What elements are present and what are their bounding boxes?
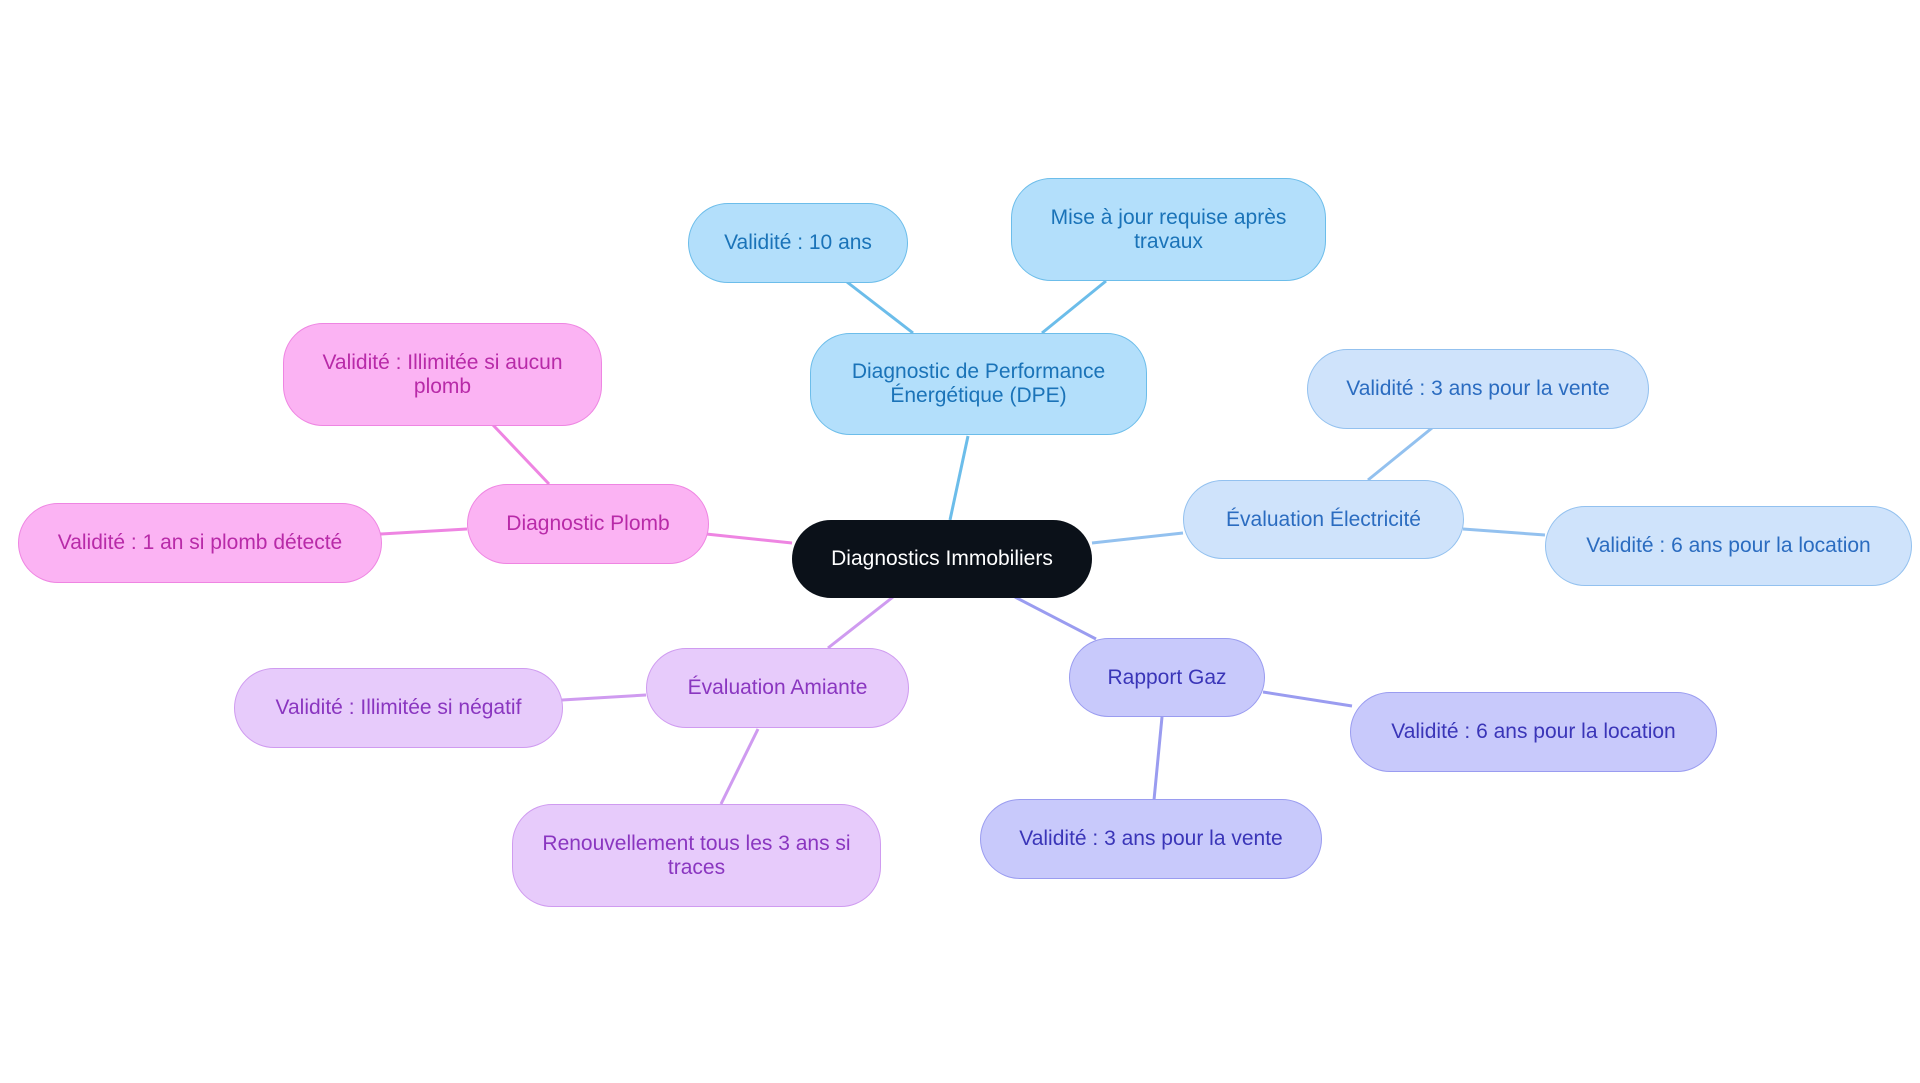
plomb-child-illimitee: Validité : Illimitée si aucun plomb: [283, 323, 602, 426]
link-root-plomb: [705, 532, 793, 545]
branch-gaz: Rapport Gaz: [1069, 638, 1265, 717]
link-root-dpe: [948, 435, 970, 521]
link-root-amiante: [827, 595, 894, 650]
branch-amiante: Évaluation Amiante: [646, 648, 909, 728]
dpe-child-validite: Validité : 10 ans: [688, 203, 908, 283]
amiante-child-renouvellement: Renouvellement tous les 3 ans si traces: [512, 804, 881, 907]
link-dpe-child-2: [1041, 279, 1107, 335]
link-gaz-child-1: [1262, 690, 1353, 708]
link-electricite-child-1: [1367, 426, 1433, 482]
link-amiante-child-2: [719, 728, 760, 805]
root-node: Diagnostics Immobiliers: [792, 520, 1092, 598]
link-root-gaz: [1014, 595, 1097, 641]
link-plomb-child-2: [379, 527, 468, 536]
electricite-child-vente: Validité : 3 ans pour la vente: [1307, 349, 1649, 429]
link-electricite-child-2: [1462, 527, 1546, 537]
link-amiante-child-1: [561, 693, 647, 702]
plomb-child-detecte: Validité : 1 an si plomb détecté: [18, 503, 382, 583]
dpe-child-mise-a-jour: Mise à jour requise après travaux: [1011, 178, 1326, 281]
electricite-child-location: Validité : 6 ans pour la location: [1545, 506, 1912, 586]
link-root-electricite: [1091, 531, 1184, 545]
link-gaz-child-2: [1152, 716, 1164, 801]
branch-electricite: Évaluation Électricité: [1183, 480, 1464, 559]
branch-dpe: Diagnostic de Performance Énergétique (D…: [810, 333, 1147, 435]
branch-plomb: Diagnostic Plomb: [467, 484, 709, 564]
gaz-child-vente: Validité : 3 ans pour la vente: [980, 799, 1322, 879]
link-dpe-child-1: [846, 280, 914, 335]
link-plomb-child-1: [491, 423, 551, 486]
amiante-child-negatif: Validité : Illimitée si négatif: [234, 668, 563, 748]
gaz-child-location: Validité : 6 ans pour la location: [1350, 692, 1717, 772]
